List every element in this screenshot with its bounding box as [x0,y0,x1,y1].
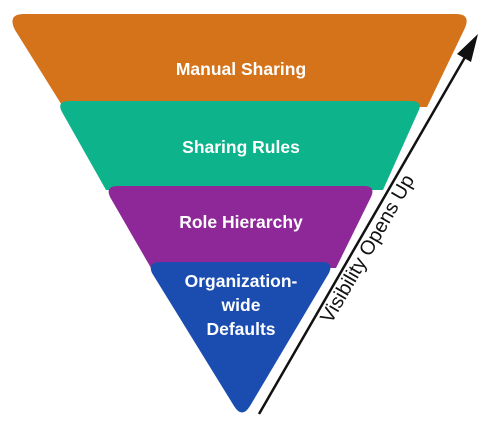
tier-sharing-rules-label: Sharing Rules [182,137,300,157]
tier-organization-wide-defaults-shape [150,262,331,413]
tier-sharing-rules-shape [60,101,420,190]
tier-sharing-rules: Sharing Rules [60,101,420,190]
tier-role-hierarchy-label: Role Hierarchy [179,212,303,232]
visibility-arrow-head [457,34,478,62]
tier-role-hierarchy-shape [108,186,373,268]
tier-organization-wide-defaults-label-line-3: Defaults [206,319,275,339]
tier-organization-wide-defaults-label-line-1: Organization- [185,271,298,291]
tier-manual-sharing: Manual Sharing [12,14,467,107]
tier-manual-sharing-label: Manual Sharing [176,59,306,79]
visibility-arrow-line [257,51,470,415]
tier-organization-wide-defaults-label-line-2: wide [221,295,261,315]
tier-role-hierarchy: Role Hierarchy [108,186,373,268]
tier-organization-wide-defaults: Organization- wide Defaults [150,262,331,413]
tier-manual-sharing-shape [12,14,467,107]
